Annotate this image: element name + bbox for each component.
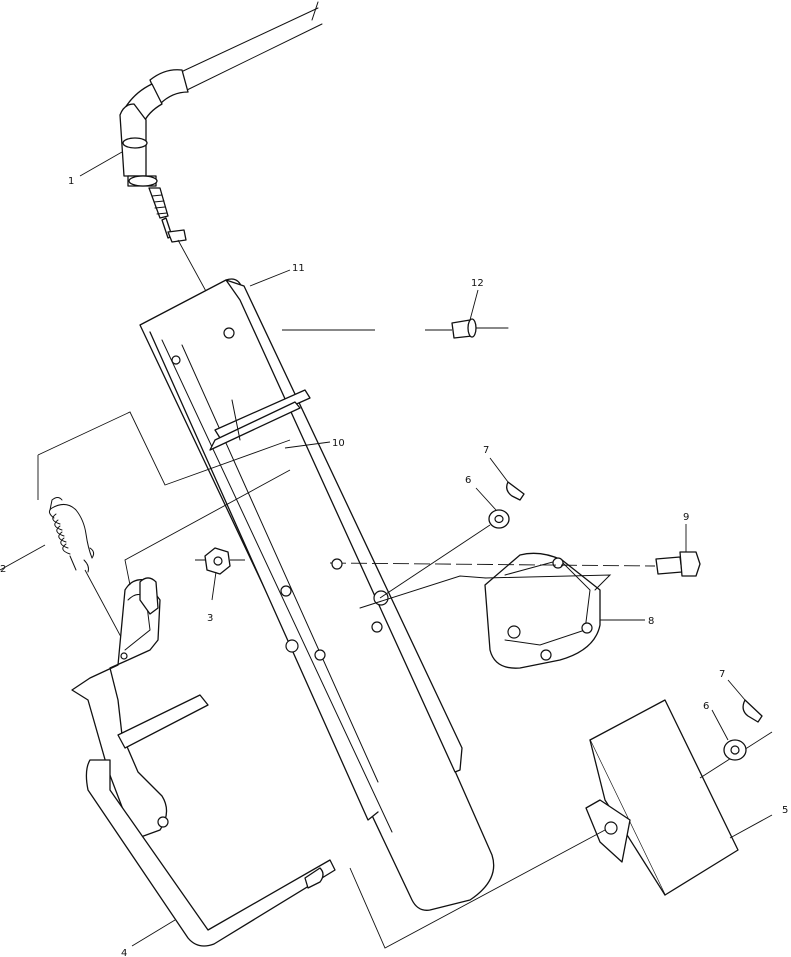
callout-labels: 1 2 3 4 5 6 6 7 7 8 9 10 11 12 <box>0 176 788 957</box>
callout-10: 10 <box>332 438 345 449</box>
cotter-pin-upper <box>506 481 525 501</box>
callout-6-upper: 6 <box>465 475 471 486</box>
brake-caliper <box>359 552 612 669</box>
cotter-pin-lower <box>742 699 763 723</box>
nut <box>195 547 245 575</box>
bolt <box>329 551 701 577</box>
return-spring <box>0 411 291 651</box>
brake-lever <box>71 469 336 947</box>
brake-pad <box>349 699 773 949</box>
callout-1: 1 <box>68 176 74 187</box>
washer-upper <box>379 509 510 599</box>
callout-6-lower: 6 <box>703 701 709 712</box>
bracket-plate <box>139 278 495 911</box>
callout-11: 11 <box>292 263 305 274</box>
callout-3: 3 <box>207 613 213 624</box>
callout-7-upper: 7 <box>483 445 489 456</box>
callout-8: 8 <box>648 616 654 627</box>
callout-7-lower: 7 <box>719 669 725 680</box>
callout-4: 4 <box>121 948 127 957</box>
washer-lower <box>723 739 747 761</box>
leader-lines <box>79 151 746 947</box>
callout-5: 5 <box>782 805 788 816</box>
callout-12: 12 <box>471 278 484 289</box>
callout-2: 2 <box>0 564 6 575</box>
rivet <box>282 318 509 339</box>
callout-9: 9 <box>683 512 689 523</box>
